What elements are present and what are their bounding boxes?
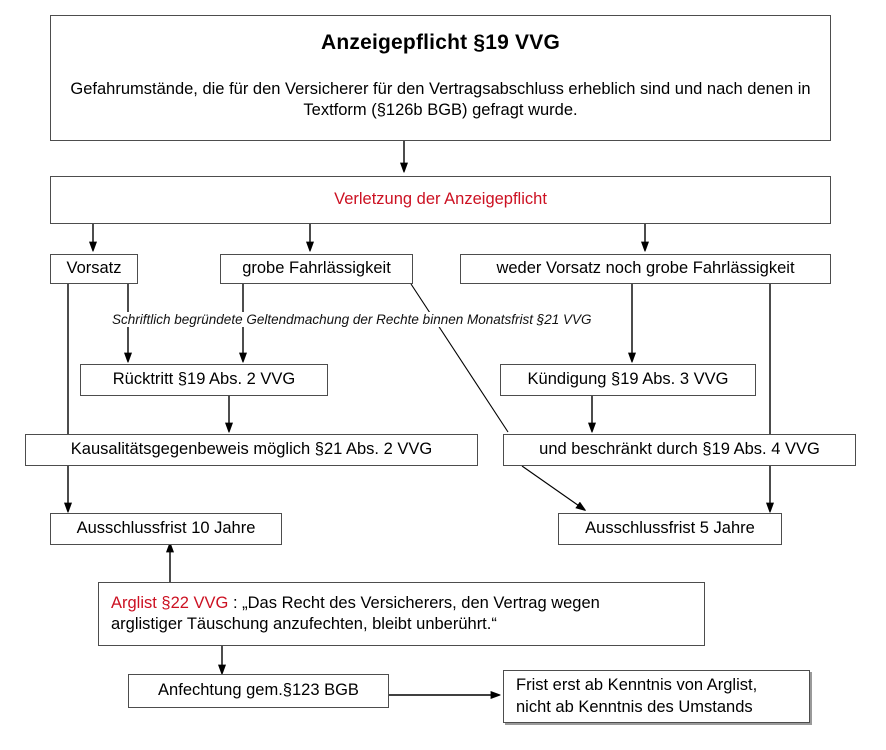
page-title: Anzeigepflicht §19 VVG — [321, 31, 560, 54]
arglist-highlight: Arglist §22 VVG — [111, 593, 229, 612]
intent-label: Vorsatz — [66, 259, 122, 278]
causality-label: Kausalitätsgegenbeweis möglich §21 Abs. … — [70, 440, 433, 459]
node-grobe-fahrlaessigkeit[interactable]: grobe Fahrlässigkeit — [220, 254, 413, 284]
node-ruecktritt[interactable]: Rücktritt §19 Abs. 2 VVG — [80, 364, 328, 396]
edge-gross-to-limited — [410, 283, 509, 433]
gross-negligence-label: grobe Fahrlässigkeit — [242, 259, 391, 278]
node-kausalitaetsgegenbeweis[interactable]: Kausalitätsgegenbeweis möglich §21 Abs. … — [25, 434, 478, 466]
node-ausschlussfrist-10[interactable]: Ausschlussfrist 10 Jahre — [50, 513, 282, 545]
knowledge-line-1: Frist erst ab Kenntnis von Arglist, — [516, 676, 758, 695]
knowledge-line-2: nicht ab Kenntnis des Umstands — [516, 697, 753, 716]
node-frist-kenntnis[interactable]: Frist erst ab Kenntnis von Arglist, nich… — [503, 670, 810, 723]
contest-label: Anfechtung gem.§123 BGB — [158, 681, 359, 700]
node-verletzung[interactable]: Verletzung der Anzeigepflicht — [50, 176, 831, 224]
root-description: Gefahrumstände, die für den Versicherer … — [70, 79, 811, 119]
breach-label: Verletzung der Anzeigepflicht — [334, 190, 547, 209]
neither-label: weder Vorsatz noch grobe Fahrlässigkeit — [496, 259, 795, 278]
withdrawal-label: Rücktritt §19 Abs. 2 VVG — [112, 370, 296, 389]
arglist-quote-start: : „Das Recht des Versicherers, den Vertr… — [228, 593, 600, 612]
node-beschraenkt[interactable]: und beschränkt durch §19 Abs. 4 VVG — [503, 434, 856, 466]
node-anfechtung[interactable]: Anfechtung gem.§123 BGB — [128, 674, 389, 708]
edge-label-monatsfrist: Schriftlich begründete Geltendmachung de… — [110, 312, 594, 327]
node-arglist[interactable]: Arglist §22 VVG : „Das Recht des Versich… — [98, 582, 705, 646]
termination-label: Kündigung §19 Abs. 3 VVG — [527, 370, 729, 389]
node-vorsatz[interactable]: Vorsatz — [50, 254, 138, 284]
node-ausschlussfrist-5[interactable]: Ausschlussfrist 5 Jahre — [558, 513, 782, 545]
node-weder-vorsatz-noch-grobe[interactable]: weder Vorsatz noch grobe Fahrlässigkeit — [460, 254, 831, 284]
limited-label: und beschränkt durch §19 Abs. 4 VVG — [539, 440, 820, 459]
deadline-5-label: Ausschlussfrist 5 Jahre — [585, 519, 755, 538]
node-anzeigepflicht[interactable]: Anzeigepflicht §19 VVG Gefahrumstände, d… — [50, 15, 831, 141]
node-kuendigung[interactable]: Kündigung §19 Abs. 3 VVG — [500, 364, 756, 396]
arglist-quote-end: arglistiger Täuschung anzufechten, bleib… — [111, 615, 497, 633]
edge-limited-to-deadline5 — [521, 465, 582, 508]
deadline-10-label: Ausschlussfrist 10 Jahre — [76, 519, 256, 538]
